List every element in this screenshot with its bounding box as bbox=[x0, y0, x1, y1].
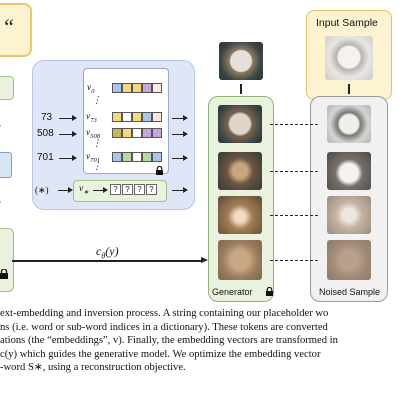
ellipsis: · bbox=[0, 118, 2, 132]
dashed-arrow bbox=[270, 124, 318, 125]
tokenizer-box bbox=[0, 76, 14, 100]
lock-icon bbox=[0, 269, 8, 279]
embedding-vector bbox=[112, 112, 162, 122]
condition-label: cθ(y) bbox=[96, 244, 119, 261]
embedding-vector bbox=[112, 83, 162, 93]
token-id: 73 bbox=[41, 112, 53, 123]
arrow-head bbox=[201, 257, 208, 263]
ellipsis: · bbox=[0, 194, 2, 208]
denoising-step-image bbox=[218, 240, 262, 280]
embedding-label: v0 bbox=[87, 83, 95, 95]
input-phrase-text: “ bbox=[2, 14, 15, 39]
lock-icon bbox=[266, 287, 273, 296]
lock-icon bbox=[156, 166, 163, 175]
embedding-label: v701 bbox=[86, 152, 100, 164]
token-id: 701 bbox=[37, 152, 54, 163]
embedding-vector bbox=[112, 152, 162, 162]
arrow bbox=[72, 155, 77, 161]
noised-image bbox=[327, 196, 371, 234]
figure-caption: ext-embedding and inversion process. A s… bbox=[0, 308, 338, 374]
arrow bbox=[183, 115, 188, 121]
noised-image bbox=[327, 105, 371, 143]
noised-image bbox=[327, 152, 371, 190]
arrow bbox=[68, 187, 73, 193]
conditioning-arrow bbox=[12, 260, 202, 262]
placeholder-token: (∗) bbox=[35, 185, 49, 195]
arrow bbox=[72, 131, 77, 137]
input-sample-image bbox=[325, 36, 373, 80]
embedding-label: v∗ bbox=[79, 184, 89, 196]
vertical-dots: ⋮ bbox=[92, 95, 102, 106]
denoising-step-image bbox=[218, 105, 262, 143]
generated-image bbox=[219, 42, 263, 80]
arrow bbox=[103, 187, 108, 193]
input-sample-title: Input Sample bbox=[316, 17, 378, 29]
embedding-vector bbox=[112, 128, 162, 138]
learnable-vector: ???? bbox=[110, 184, 157, 195]
arrow bbox=[183, 155, 188, 161]
noised-sample-label: Noised Sample bbox=[319, 287, 381, 297]
arrow bbox=[183, 131, 188, 137]
arrow bbox=[72, 115, 77, 121]
input-phrase-box bbox=[0, 3, 32, 57]
denoising-step-image bbox=[218, 152, 262, 190]
noised-image bbox=[327, 240, 371, 280]
token-id: 508 bbox=[37, 128, 54, 139]
arrow bbox=[183, 187, 188, 193]
embedding-label: v508 bbox=[86, 128, 100, 140]
tokenizer-output-box bbox=[0, 152, 12, 178]
vertical-dots: ⋮ bbox=[92, 161, 102, 172]
vertical-dots: ⋮ bbox=[92, 138, 102, 149]
denoising-step-image bbox=[218, 196, 262, 234]
embedding-label: v73 bbox=[86, 112, 97, 124]
dashed-arrow bbox=[270, 260, 318, 261]
generator-label: Generator bbox=[212, 287, 253, 297]
dashed-arrow bbox=[270, 215, 318, 216]
dashed-arrow bbox=[270, 171, 318, 172]
